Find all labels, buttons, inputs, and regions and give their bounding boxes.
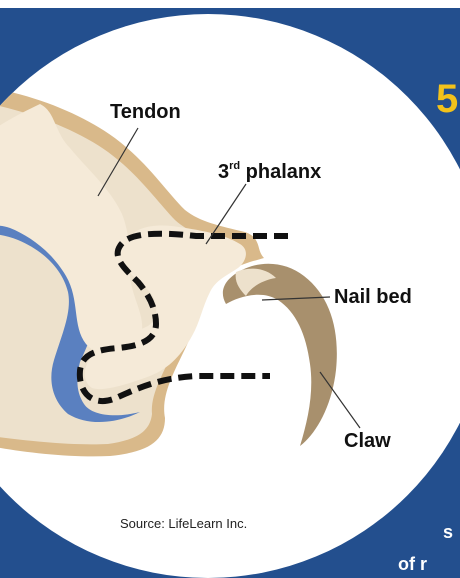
step-number: 5 — [436, 77, 458, 121]
source-credit: Source: LifeLearn Inc. — [120, 516, 247, 531]
bg-text-line1: s — [443, 522, 453, 542]
bg-text-line2: of r — [398, 554, 427, 574]
tendon-label: Tendon — [110, 101, 181, 123]
claw-label: Claw — [344, 430, 391, 452]
nail-bed-label: Nail bed — [334, 286, 412, 308]
